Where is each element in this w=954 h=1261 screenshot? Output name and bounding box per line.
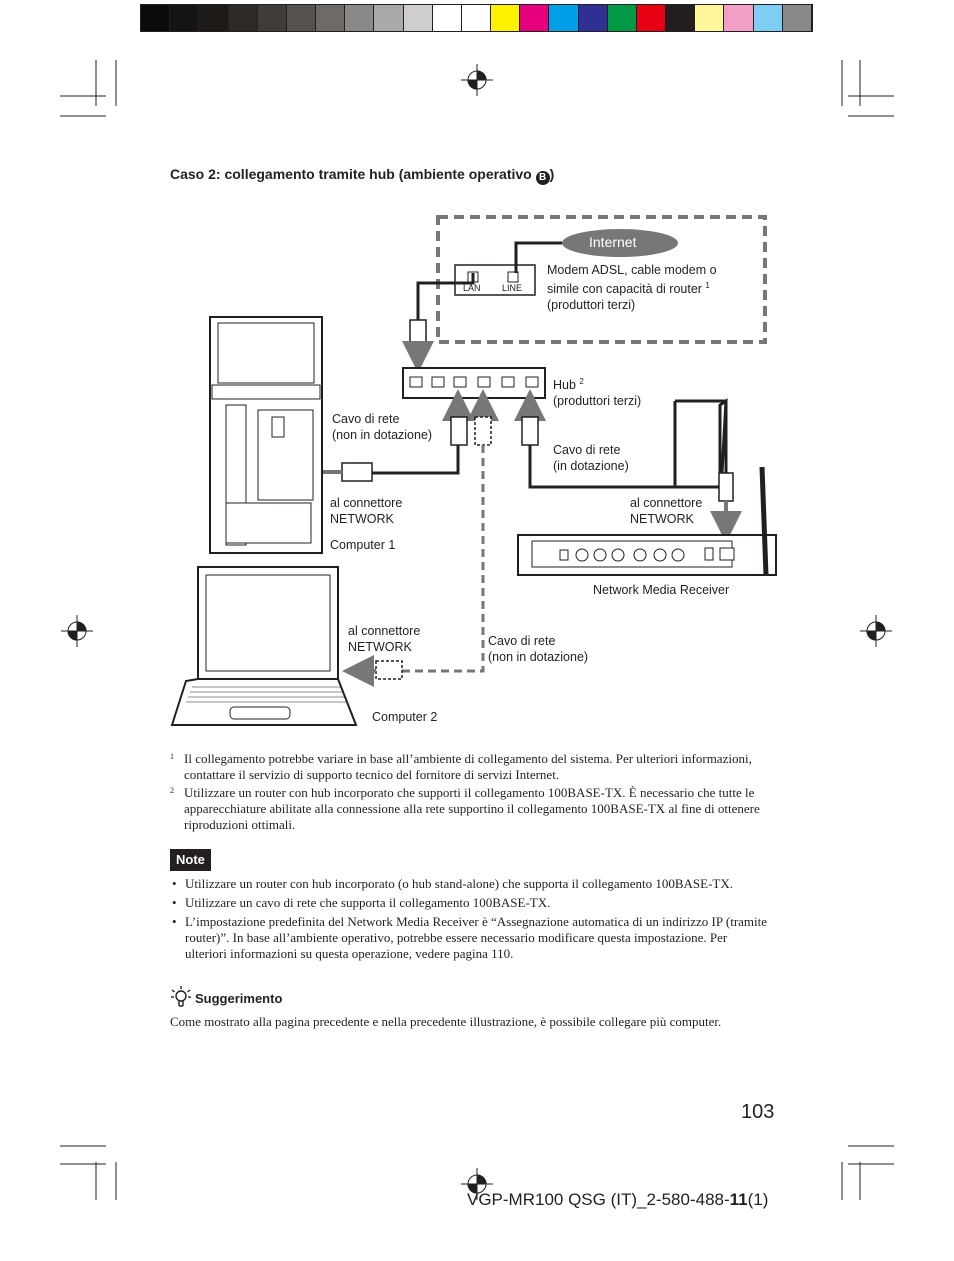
footnote-2: 2 Utilizzare un router con hub incorpora… <box>170 785 760 832</box>
color-swatch <box>695 5 725 31</box>
color-swatch <box>666 5 696 31</box>
note-item: Utilizzare un router con hub incorporato… <box>170 876 770 892</box>
line-port-label: LINE <box>502 283 523 293</box>
internet-label: Internet <box>589 234 637 250</box>
page-number: 103 <box>741 1101 775 1123</box>
color-swatch <box>724 5 754 31</box>
rj45-plug-icon <box>521 416 539 446</box>
color-swatch <box>491 5 521 31</box>
computer1-label: Computer 1 <box>330 538 396 552</box>
color-swatch <box>228 5 258 31</box>
connector-pc2-label: al connettore NETWORK <box>348 624 421 654</box>
color-swatch <box>607 5 637 31</box>
cable3-label: Cavo di rete (non in dotazione) <box>488 634 589 664</box>
heading-text: Caso 2: collegamento tramite hub (ambien… <box>170 166 536 182</box>
color-swatch <box>170 5 200 31</box>
color-swatch <box>782 5 812 31</box>
color-calibration-bar <box>140 4 813 32</box>
antenna <box>759 466 769 576</box>
hub-sub: (produttori terzi) <box>553 394 642 409</box>
footnote-1: 1 Il collegamento potrebbe variare in ba… <box>170 751 752 782</box>
color-swatch <box>199 5 229 31</box>
cable2-label: Cavo di rete (in dotazione) <box>553 443 629 473</box>
rj45-plug-icon <box>375 660 403 680</box>
hub-description: Hub 2 (produttori terzi) <box>553 374 641 409</box>
color-swatch <box>345 5 375 31</box>
modem-area-box <box>436 215 767 344</box>
color-swatch <box>520 5 550 31</box>
line-port-icon <box>507 271 519 283</box>
color-swatch <box>753 5 783 31</box>
rj45-plug-icon <box>474 416 492 446</box>
diagram-graphics <box>170 215 777 726</box>
lan-cable <box>416 273 475 320</box>
footnotes: 1 Il collegamento potrebbe variare in ba… <box>170 751 770 835</box>
connector-pc1-label: al connettore NETWORK <box>330 496 403 526</box>
tip-text: Come mostrato alla pagina precedente e n… <box>170 1014 722 1029</box>
rj45-plug-icon <box>718 472 734 502</box>
footnote-ref-2: 2 <box>579 377 584 386</box>
color-swatch <box>286 5 317 31</box>
document-code: VGP-MR100 QSG (IT)_2-580-488-11(1) <box>467 1190 769 1209</box>
internet-cable <box>514 241 562 273</box>
heading-suffix: ) <box>549 166 555 182</box>
color-swatch <box>374 5 404 31</box>
cable1-label: Cavo di rete (non in dotazione) <box>332 412 433 442</box>
color-swatch <box>403 5 433 31</box>
modem-line-1: Modem ADSL, cable modem o <box>547 263 717 277</box>
internet-cloud <box>562 229 678 257</box>
modem-description: Modem ADSL, cable modem o simile con cap… <box>547 262 717 313</box>
hub-label: Hub <box>553 378 576 393</box>
connector-nmr-label: al connettore NETWORK <box>630 496 703 526</box>
lightbulb-icon <box>171 986 191 1007</box>
environment-badge: B <box>535 171 550 185</box>
modem-line-3: (produttori terzi) <box>547 298 636 313</box>
rj45-plug-icon <box>450 416 468 446</box>
color-swatch <box>316 5 346 31</box>
color-swatch <box>578 5 608 31</box>
note-item: Utilizzare un cavo di rete che supporta … <box>170 895 770 911</box>
note-list: Utilizzare un router con hub incorporato… <box>170 876 770 965</box>
hub-device <box>402 367 546 399</box>
rj45-plug-icon <box>341 462 373 482</box>
section-heading: Caso 2: collegamento tramite hub (ambien… <box>170 166 554 185</box>
color-swatch <box>636 5 667 31</box>
color-swatch <box>549 5 579 31</box>
color-swatch <box>141 5 171 31</box>
footnote-ref-1: 1 <box>705 281 710 290</box>
note-item: L’impostazione predefinita del Network M… <box>170 914 770 962</box>
tip-title: Suggerimento <box>195 991 283 1006</box>
nmr-label: Network Media Receiver <box>593 583 730 597</box>
color-swatch <box>257 5 287 31</box>
computer2-label: Computer 2 <box>372 710 438 724</box>
rj45-plug-icon <box>409 319 427 346</box>
lan-port-label: LAN <box>463 283 481 293</box>
modem-line-2: simile con capacità di router <box>547 282 702 297</box>
note-badge: Note <box>170 849 211 871</box>
network-diagram: Internet LAN LINE Modem ADSL, cable mode… <box>160 205 800 745</box>
color-swatch <box>432 5 462 31</box>
color-swatch <box>461 5 492 31</box>
